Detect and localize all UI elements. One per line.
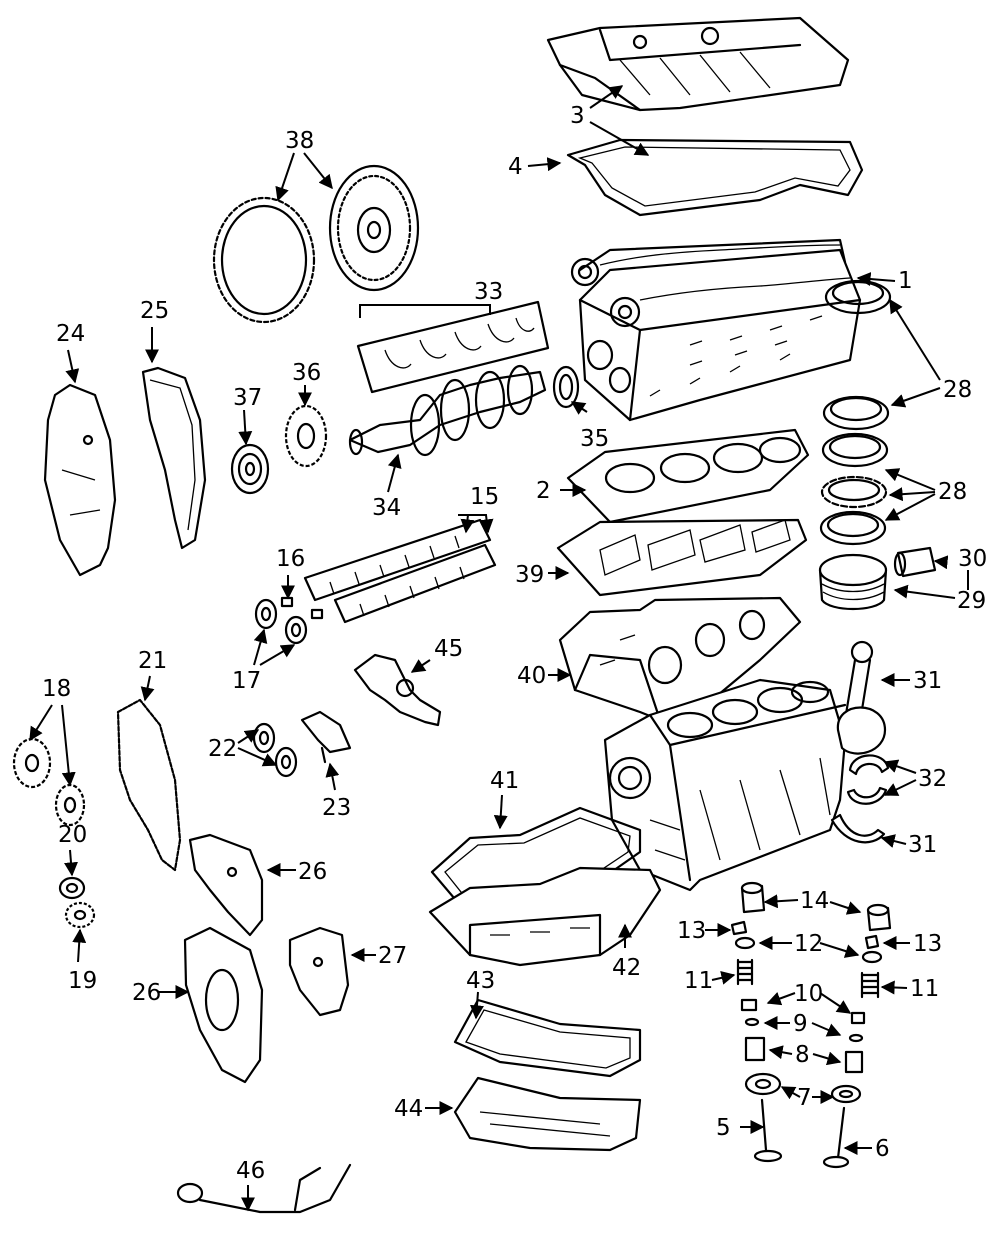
callout-39: 39 <box>515 562 544 588</box>
callout-11-left: 11 <box>684 968 713 994</box>
valve-train-left <box>730 881 783 1163</box>
callout-36: 36 <box>292 360 321 386</box>
callout-42: 42 <box>612 955 641 981</box>
main-bearings <box>356 300 550 394</box>
callout-10: 10 <box>794 981 823 1007</box>
callout-22: 22 <box>208 736 237 762</box>
callout-3: 3 <box>570 103 585 129</box>
callout-1: 1 <box>898 268 913 294</box>
callout-19: 19 <box>68 968 97 994</box>
callout-43: 43 <box>466 968 495 994</box>
tensioner-pulley <box>64 901 96 929</box>
callout-14: 14 <box>800 888 829 914</box>
callout-8: 8 <box>795 1042 810 1068</box>
rod-cap <box>830 813 886 844</box>
callout-35: 35 <box>580 426 609 452</box>
engine-block <box>603 678 847 892</box>
piston-pin <box>893 546 937 578</box>
callout-25: 25 <box>140 298 169 324</box>
callout-12: 12 <box>794 931 823 957</box>
leader-lines <box>29 85 969 1212</box>
crankshaft <box>348 364 547 457</box>
crank-seal <box>552 365 580 409</box>
callout-17: 17 <box>232 668 261 694</box>
tensioner <box>58 876 86 900</box>
callout-5: 5 <box>716 1115 731 1141</box>
callout-40: 40 <box>517 663 546 689</box>
callout-37: 37 <box>233 385 262 411</box>
ring-gear <box>212 196 316 324</box>
bedplate <box>558 596 802 722</box>
tensioner-bracket <box>300 710 352 764</box>
rod-bearings <box>846 754 890 805</box>
callout-11-right: 11 <box>910 976 939 1002</box>
crank-pulley <box>230 443 270 495</box>
oil-pan-upper <box>428 866 662 967</box>
callout-2: 2 <box>536 478 551 504</box>
callout-27: 27 <box>378 943 407 969</box>
callout-16: 16 <box>276 546 305 572</box>
oil-pump <box>353 653 442 727</box>
lower-gasket <box>556 518 808 597</box>
oil-pickup-tube <box>176 1163 352 1214</box>
callout-4: 4 <box>508 154 523 180</box>
callout-labels: 1 2 3 4 5 6 7 8 9 10 11 11 12 13 13 14 1… <box>42 103 987 1184</box>
callout-41: 41 <box>490 768 519 794</box>
lower-oil-pan-gasket <box>453 998 642 1078</box>
callout-29: 29 <box>957 588 986 614</box>
callout-45: 45 <box>434 636 463 662</box>
callout-30: 30 <box>958 546 987 572</box>
callout-44: 44 <box>394 1096 423 1122</box>
callout-38: 38 <box>285 128 314 154</box>
cam-plug <box>280 596 324 620</box>
callout-9: 9 <box>793 1011 808 1037</box>
callout-18: 18 <box>42 676 71 702</box>
cylinder-head <box>570 238 862 422</box>
callout-13-left: 13 <box>677 918 706 944</box>
valve-cover <box>546 16 850 112</box>
timing-belt-upper <box>141 366 207 550</box>
lower-oil-pan <box>453 1076 642 1152</box>
callout-7: 7 <box>797 1085 812 1111</box>
callout-23: 23 <box>322 795 351 821</box>
callout-31-lower: 31 <box>908 832 937 858</box>
timing-belt <box>116 698 182 872</box>
callout-31-upper: 31 <box>913 668 942 694</box>
callout-33: 33 <box>474 279 503 305</box>
callout-32: 32 <box>918 766 947 792</box>
cover-plate <box>288 926 350 1017</box>
flywheel <box>328 164 420 292</box>
cam-sprockets <box>12 737 86 827</box>
callout-6: 6 <box>875 1136 890 1162</box>
callout-21: 21 <box>138 648 167 674</box>
idler-pulleys <box>252 722 298 778</box>
piston <box>818 553 888 610</box>
valve-train-right <box>822 903 892 1169</box>
crank-sprocket <box>284 404 328 468</box>
timing-cover-inner-upper <box>188 833 264 937</box>
camshafts <box>303 518 497 624</box>
callout-24: 24 <box>56 321 85 347</box>
callout-28-upper: 28 <box>943 377 972 403</box>
callout-13-right: 13 <box>913 931 942 957</box>
connecting-rod <box>836 640 887 755</box>
valve-cover-gasket <box>566 138 864 217</box>
timing-cover-inner-lower <box>183 926 264 1084</box>
callout-26-lower: 26 <box>132 980 161 1006</box>
timing-cover <box>43 383 117 577</box>
callout-15: 15 <box>470 484 499 510</box>
callout-26-upper: 26 <box>298 859 327 885</box>
callout-34: 34 <box>372 495 401 521</box>
callout-46: 46 <box>236 1158 265 1184</box>
cam-seals <box>254 598 308 645</box>
callout-20: 20 <box>58 822 87 848</box>
callout-28-lower: 28 <box>938 479 967 505</box>
